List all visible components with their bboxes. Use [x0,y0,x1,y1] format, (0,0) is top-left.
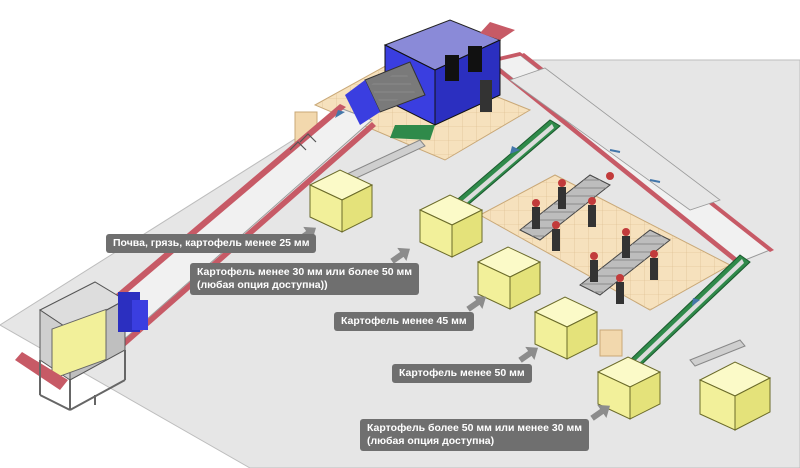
callout-more50: Картофель более 50 мм или менее 30 мм (л… [360,419,589,451]
callout-less30-more50: Картофель менее 30 мм или более 50 мм (л… [190,263,419,295]
collection-bins [308,169,772,431]
pointer-arrow-less50 [518,346,539,363]
pointer-arrow-more50 [590,404,611,421]
bin-soil [308,169,374,233]
callout-less45-text: Картофель менее 45 мм [341,315,467,327]
receiving-hopper [15,281,148,411]
callout-less30-more50-line2: (любая опция доступна)) [197,279,328,291]
bin-less45 [476,246,542,310]
bin-less30-more50 [418,194,484,258]
inspection-tables [519,172,671,304]
callout-more50-line2: (любая опция доступна) [367,435,495,447]
callout-more50-line1: Картофель более 50 мм или менее 30 мм [367,422,582,434]
callout-soil: Почва, грязь, картофель менее 25 мм [106,234,317,253]
bin-end [698,361,772,431]
roller-sorter [345,19,515,140]
pointer-arrow-less45 [466,295,487,312]
callout-less30-more50-line1: Картофель менее 30 мм или более 50 мм [197,266,412,278]
pointer-arrow-less30-more50 [390,247,411,264]
callout-less50-text: Картофель менее 50 мм [399,367,525,379]
flow-arrows [335,110,700,306]
callout-less45: Картофель менее 45 мм [334,312,474,331]
bin-more50 [596,356,662,420]
bin-less50 [533,296,599,360]
callout-soil-text: Почва, грязь, картофель менее 25 мм [113,237,310,249]
inspection-platform-grid [480,175,730,310]
green-conveyors [344,119,751,368]
callout-less50: Картофель менее 50 мм [392,364,532,383]
